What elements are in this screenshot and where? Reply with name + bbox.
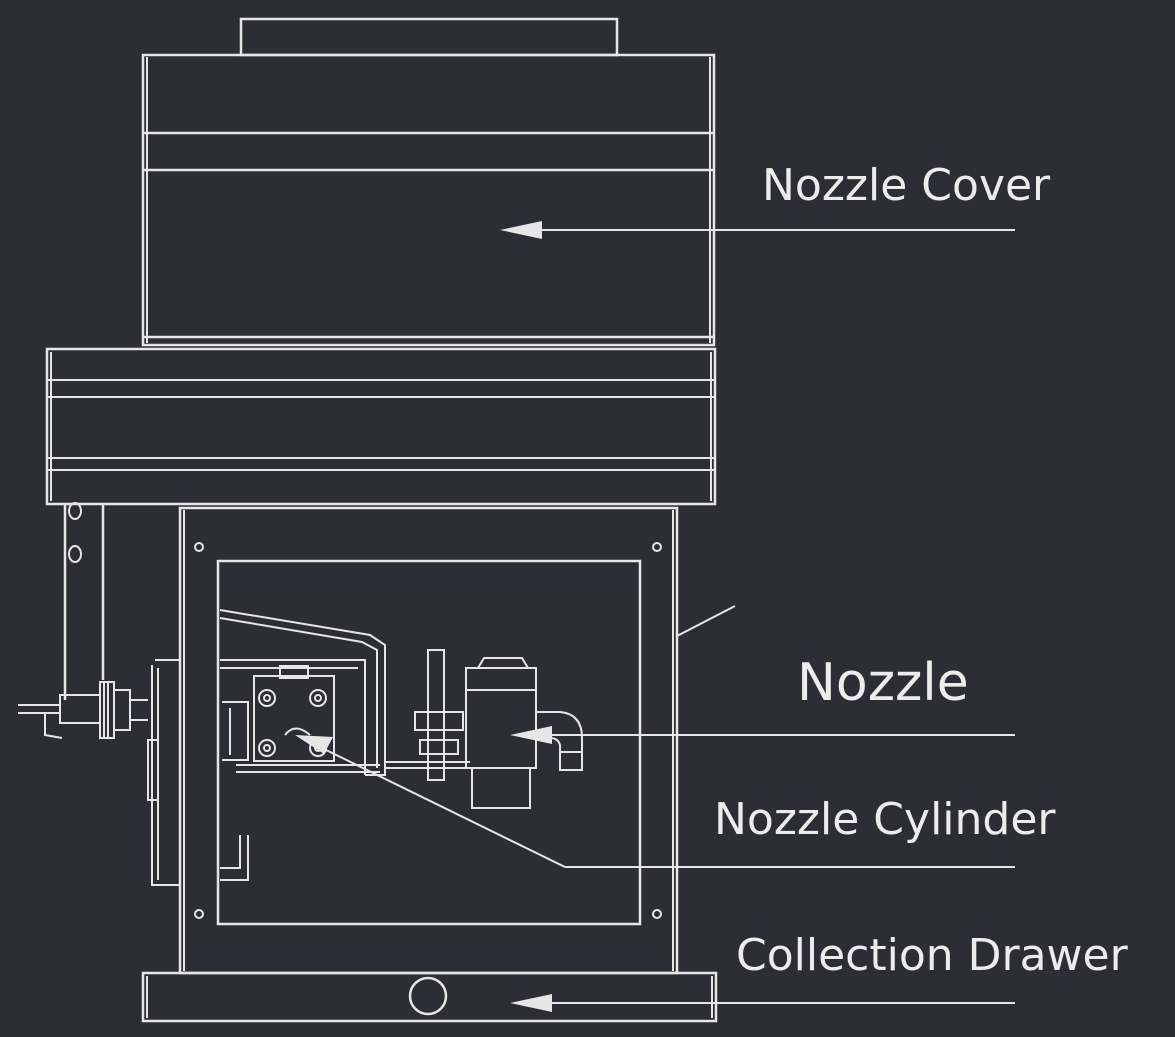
inspection-window: [216, 559, 642, 926]
screw-tr: [652, 542, 662, 552]
bracket-hole-top: [68, 502, 82, 520]
cover-top-cap: [239, 17, 619, 57]
drawer-handle: [408, 976, 448, 1016]
collection-drawer: [141, 971, 718, 1023]
callout-nozzle-cylinder: [295, 735, 1015, 868]
guide-rod: [427, 649, 445, 781]
screw-tl: [194, 542, 204, 552]
callout-nozzle: [510, 605, 1015, 744]
frame-band: [45, 347, 717, 506]
proximity-sensor: [18, 681, 148, 739]
bracket-hole-bottom: [68, 545, 82, 563]
screw-bl: [194, 909, 204, 919]
label-collection-drawer: Collection Drawer: [736, 930, 1129, 981]
label-nozzle-cover: Nozzle Cover: [762, 160, 1051, 211]
cylinder-mount: [219, 609, 386, 881]
collection-drawer-assembly: [141, 971, 718, 1023]
valve-body: [465, 667, 537, 769]
nozzle-cover-body: [141, 53, 716, 347]
label-nozzle-cylinder: Nozzle Cylinder: [714, 794, 1056, 845]
callout-nozzle-cover: [500, 221, 1015, 239]
screw-br: [652, 909, 662, 919]
callout-collection-drawer: [510, 994, 1015, 1012]
nozzle-valve: [385, 649, 583, 809]
side-plate: [147, 659, 180, 886]
nozzle-cover-assembly: [141, 17, 716, 347]
frame-band-outline: [45, 347, 717, 506]
side-bracket: [63, 502, 105, 700]
cylinder-body-block: [253, 675, 335, 762]
label-nozzle: Nozzle: [797, 653, 969, 713]
